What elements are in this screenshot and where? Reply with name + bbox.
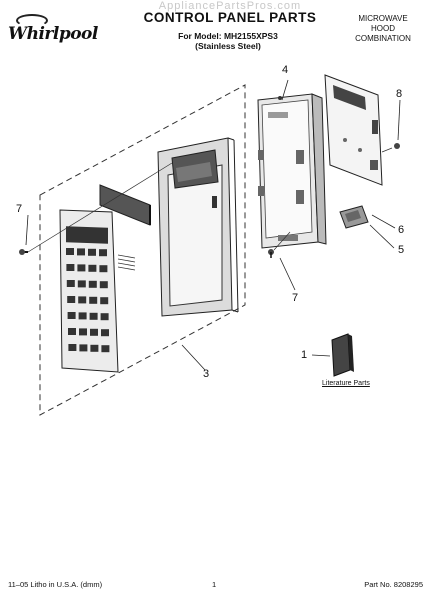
page-title: CONTROL PANEL PARTS bbox=[143, 10, 317, 25]
watermark: AppliancePartsPros.com bbox=[158, 0, 302, 12]
assembly-boundary bbox=[39, 84, 246, 416]
keypad-key bbox=[88, 248, 96, 256]
keypad-key bbox=[77, 248, 85, 256]
callout-8: 8 bbox=[396, 88, 403, 100]
type-line-2: HOOD bbox=[371, 24, 395, 33]
keypad-key bbox=[101, 345, 110, 353]
keypad-key bbox=[90, 328, 98, 336]
keypad-key bbox=[101, 329, 109, 337]
keypad-key bbox=[68, 328, 76, 335]
callout-1: 1 bbox=[301, 349, 308, 361]
keypad-key bbox=[77, 280, 86, 288]
type-line-1: MICROWAVE bbox=[358, 14, 408, 23]
keypad-key bbox=[89, 312, 98, 320]
finish-line: (Stainless Steel) bbox=[195, 41, 261, 51]
keypad-key bbox=[88, 264, 97, 272]
keypad-key bbox=[99, 281, 108, 289]
keypad-key bbox=[66, 248, 74, 255]
small-bracket bbox=[339, 205, 369, 229]
keypad-key bbox=[100, 297, 109, 305]
keypad-key bbox=[67, 296, 76, 303]
litho-note: 11–05 Litho in U.S.A. (dmm) bbox=[8, 580, 103, 589]
whirlpool-logo: Whirlpool bbox=[8, 12, 98, 50]
screw-8-icon bbox=[381, 143, 400, 153]
brand-name: Whirlpool bbox=[8, 24, 98, 44]
keypad-key bbox=[100, 313, 109, 321]
callout-7-right: 7 bbox=[292, 292, 299, 304]
leader-lines bbox=[25, 79, 401, 371]
callout-6: 6 bbox=[398, 224, 405, 236]
ribbon-cable bbox=[117, 254, 136, 271]
keypad-key bbox=[89, 296, 98, 304]
keypad-key bbox=[79, 328, 87, 336]
keypad-key bbox=[78, 296, 87, 304]
page-number: 1 bbox=[212, 580, 217, 589]
callout-5: 5 bbox=[398, 244, 405, 256]
screw-right-icon bbox=[268, 231, 291, 258]
keypad-key bbox=[66, 264, 75, 271]
keypad-key bbox=[66, 280, 75, 287]
control-bracket bbox=[257, 93, 327, 249]
keypad-key bbox=[68, 344, 77, 351]
electronic-control-board bbox=[324, 74, 383, 186]
part-number: Part No. 8208295 bbox=[364, 580, 423, 589]
logo-swirl-icon bbox=[16, 14, 48, 27]
keypad-key bbox=[79, 344, 88, 352]
literature-booklet-icon bbox=[331, 333, 354, 377]
keypad-key bbox=[99, 265, 108, 273]
keypad-buttons bbox=[66, 248, 110, 353]
keypad-key bbox=[67, 312, 76, 319]
model-line: For Model: MH2155XPS3 bbox=[178, 31, 278, 41]
keypad-key bbox=[77, 264, 86, 272]
callout-3: 3 bbox=[203, 368, 210, 380]
keypad-key bbox=[88, 280, 97, 288]
callout-7-left: 7 bbox=[16, 203, 23, 215]
callout-4: 4 bbox=[282, 64, 289, 76]
keypad-key bbox=[99, 249, 107, 257]
control-panel-frame bbox=[157, 137, 239, 317]
screw-left-icon bbox=[19, 162, 173, 255]
keypad-key bbox=[78, 312, 87, 320]
literature-parts-label: Literature Parts bbox=[322, 380, 370, 387]
type-line-3: COMBINATION bbox=[355, 34, 411, 43]
keypad-key bbox=[90, 344, 99, 352]
appliance-type: MICROWAVE HOOD COMBINATION bbox=[343, 14, 423, 44]
